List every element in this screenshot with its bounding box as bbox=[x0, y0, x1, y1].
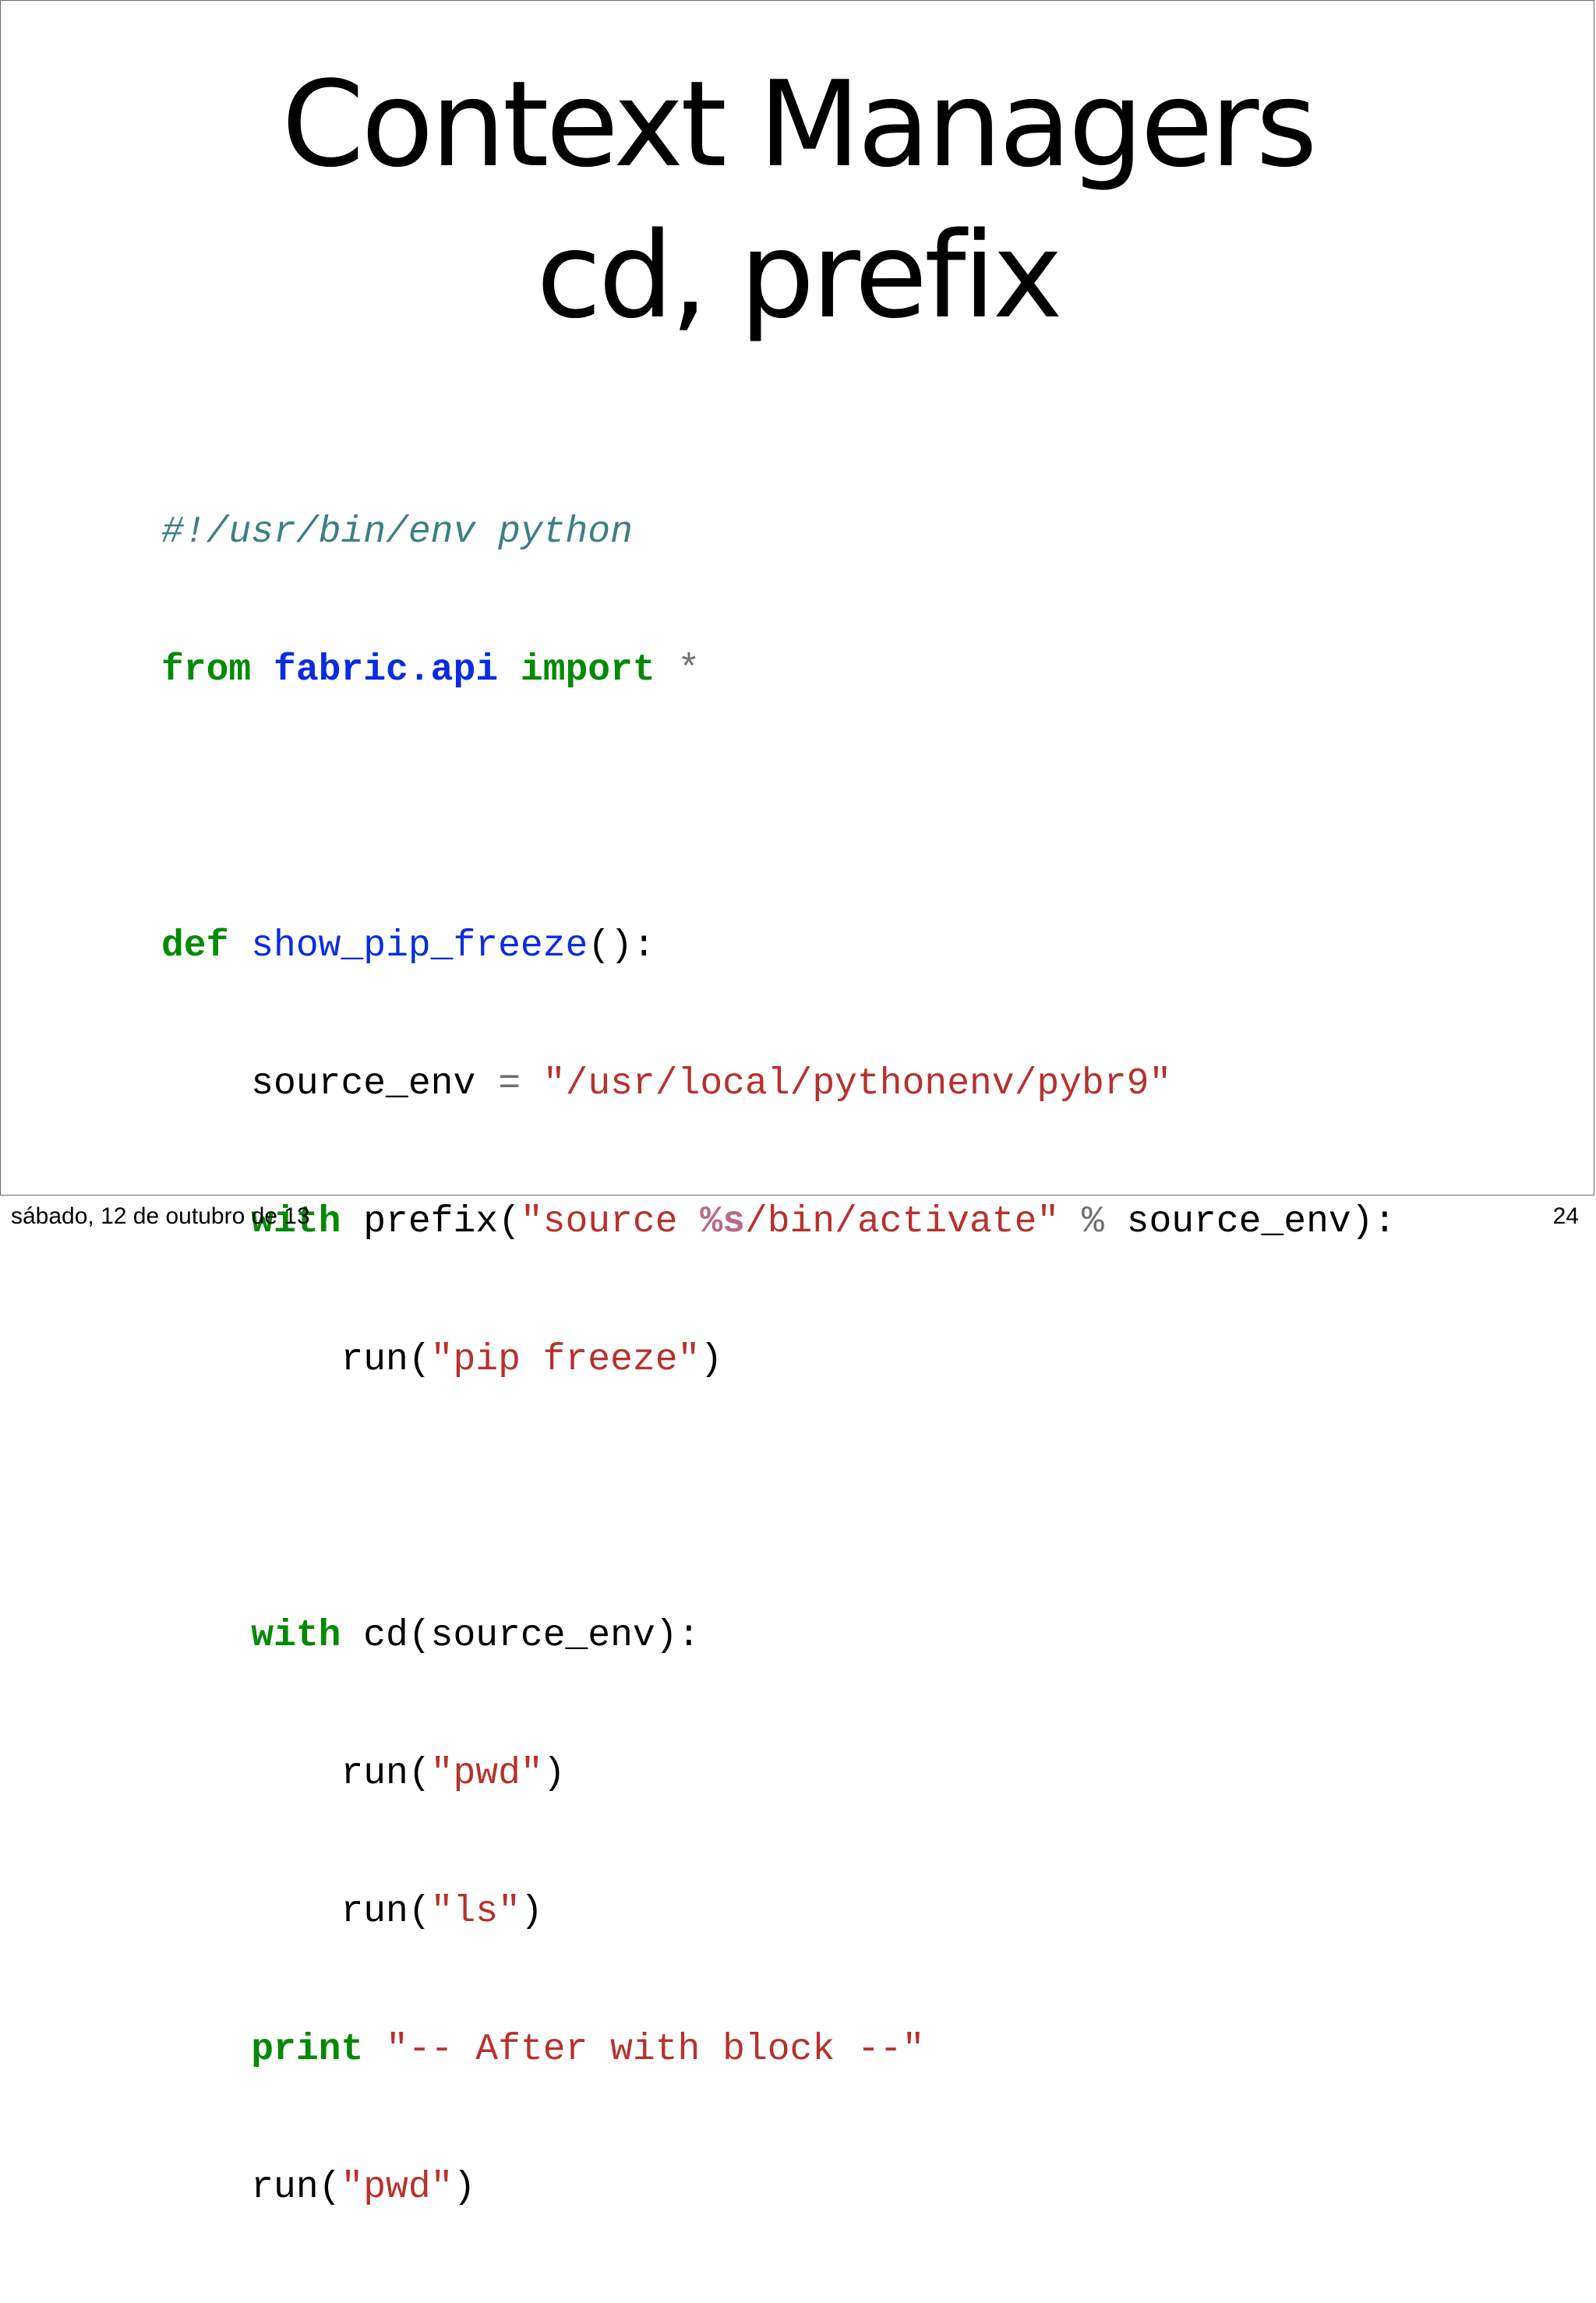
keyword-print: print bbox=[251, 2029, 364, 2071]
footer-date: sábado, 12 de outubro de 13 bbox=[11, 1203, 310, 1229]
function-signature: (): bbox=[588, 925, 655, 967]
slide-title: Context Managers cd, prefix bbox=[1, 49, 1595, 351]
code-indent bbox=[161, 1615, 251, 1657]
code-indent bbox=[161, 2029, 251, 2071]
keyword-def: def bbox=[161, 925, 229, 967]
code-line: def show_pip_freeze(): bbox=[161, 924, 1396, 970]
code-line: run("pwd") bbox=[161, 2165, 1396, 2211]
slide-footer: sábado, 12 de outubro de 13 24 bbox=[0, 1196, 1596, 1237]
keyword-from: from bbox=[161, 649, 252, 691]
slide: Context Managers cd, prefix #!/usr/bin/e… bbox=[0, 0, 1595, 2209]
call-run: run( bbox=[251, 2167, 341, 2209]
string-literal: "pwd" bbox=[430, 1753, 543, 1795]
code-indent bbox=[161, 1063, 251, 1105]
call-close: ) bbox=[700, 1339, 723, 1381]
module-name: fabric.api bbox=[274, 649, 499, 691]
code-line: run("ls") bbox=[161, 1889, 1396, 1935]
call-args: source_env): bbox=[1126, 1201, 1396, 1243]
slide-title-line-1: Context Managers bbox=[281, 55, 1317, 193]
call-close: ) bbox=[520, 1891, 543, 1933]
call-close: ) bbox=[542, 1753, 566, 1795]
string-literal: "pip freeze" bbox=[430, 1339, 701, 1381]
variable-name: source_env bbox=[251, 1063, 476, 1105]
code-line: #!/usr/bin/env python bbox=[161, 510, 1396, 556]
code-line: with prefix("source %s/bin/activate" % s… bbox=[161, 1199, 1396, 1245]
page-number: 24 bbox=[1552, 1203, 1579, 1229]
call-cd: cd(source_env): bbox=[363, 1615, 701, 1657]
code-line: from fabric.api import * bbox=[161, 648, 1396, 694]
format-operator: % bbox=[1082, 1201, 1104, 1243]
function-name: show_pip_freeze bbox=[251, 925, 588, 967]
slide-title-line-2: cd, prefix bbox=[536, 207, 1063, 344]
call-run: run( bbox=[341, 1753, 431, 1795]
code-line-blank bbox=[161, 1475, 1396, 1521]
code-line: run("pip freeze") bbox=[161, 1337, 1396, 1383]
import-star: * bbox=[677, 649, 701, 691]
string-interpolation: %s bbox=[700, 1201, 745, 1243]
keyword-with: with bbox=[251, 1201, 341, 1243]
string-literal: "pwd" bbox=[341, 2167, 454, 2209]
string-literal: "-- After with block --" bbox=[386, 2029, 925, 2071]
call-close: ) bbox=[453, 2167, 476, 2209]
string-literal: "ls" bbox=[430, 1891, 521, 1933]
string-literal: "/usr/local/pythonenv/pybr9" bbox=[542, 1063, 1172, 1105]
code-indent bbox=[161, 1891, 341, 1933]
code-line: with cd(source_env): bbox=[161, 1613, 1396, 1659]
call-run: run( bbox=[341, 1891, 431, 1933]
assign-operator: = bbox=[498, 1063, 521, 1105]
code-line-blank bbox=[161, 786, 1396, 832]
code-line: run("pwd") bbox=[161, 1751, 1396, 1797]
string-literal: "source bbox=[520, 1201, 701, 1243]
call-run: run( bbox=[341, 1339, 431, 1381]
keyword-import: import bbox=[520, 649, 655, 691]
shebang-comment: #!/usr/bin/env python bbox=[161, 511, 633, 553]
code-line: print "-- After with block --" bbox=[161, 2027, 1396, 2073]
string-literal: /bin/activate" bbox=[744, 1201, 1060, 1243]
code-line: source_env = "/usr/local/pythonenv/pybr9… bbox=[161, 1061, 1396, 1107]
keyword-with: with bbox=[251, 1615, 341, 1657]
code-indent bbox=[161, 2167, 251, 2209]
code-indent bbox=[161, 1339, 341, 1381]
call-prefix: prefix( bbox=[363, 1201, 521, 1243]
code-block: #!/usr/bin/env python from fabric.api im… bbox=[161, 418, 1396, 2303]
code-indent bbox=[161, 1753, 341, 1795]
